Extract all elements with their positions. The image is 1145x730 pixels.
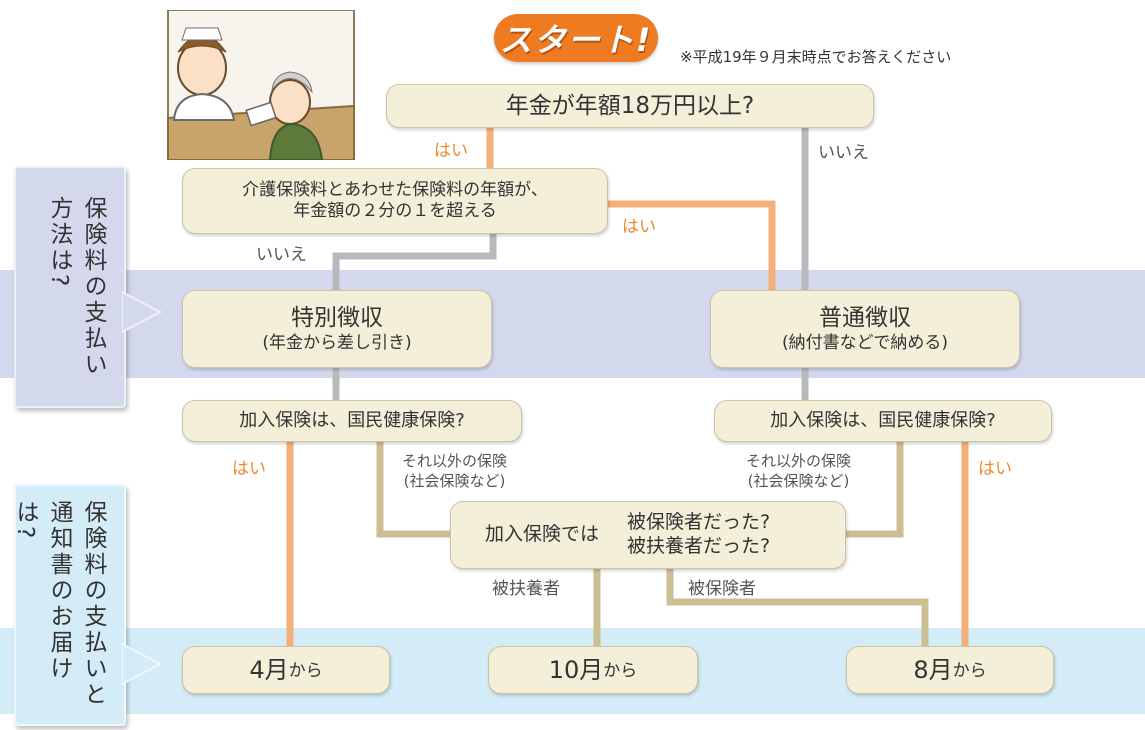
other-insurance-left-line2: (社会保険など) — [403, 471, 506, 490]
result-from-august: 8月から — [846, 646, 1054, 694]
question-premium-half-line2: 年金額の２分の１を超える — [293, 201, 497, 221]
ordinary-collection-title: 普通徴収 — [819, 305, 911, 331]
no-label-q1: いいえ — [818, 143, 869, 163]
question-pension-amount: 年金が年額18万円以上? — [386, 84, 874, 128]
time-note: ※平成19年９月末時点でお答えください — [680, 48, 952, 66]
april-month: 4月 — [249, 656, 289, 684]
side-label-notice-timing-text: 保険料の支払いと通知書のお届けは? — [12, 500, 106, 708]
question-national-insurance-left: 加入保険は、国民健康保険? — [182, 400, 522, 442]
insured-question-prefix: 加入保険では — [485, 523, 600, 546]
question-national-insurance-right-text: 加入保険は、国民健康保険? — [770, 409, 996, 431]
august-month: 8月 — [913, 656, 953, 684]
question-pension-amount-text: 年金が年額18万円以上? — [505, 92, 755, 119]
insured-label: 被保険者 — [688, 579, 756, 599]
side-pointer-notice — [122, 642, 162, 686]
question-national-insurance-right: 加入保険は、国民健康保険? — [714, 400, 1052, 442]
special-collection-title: 特別徴収 — [291, 305, 383, 331]
yes-line-q2-ordinary — [606, 200, 776, 290]
side-label-payment-method-text: 保険料の支払い方法は? — [46, 196, 106, 378]
result-from-october: 10月から — [488, 646, 698, 694]
side-label-payment-method: 保険料の支払い方法は? — [14, 166, 126, 408]
no-label-q2: いいえ — [256, 245, 307, 265]
insured-line — [666, 567, 929, 648]
result-ordinary-collection: 普通徴収 (納付書などで納める) — [710, 290, 1020, 368]
other-line-left — [376, 440, 452, 538]
insured-question-line2: 被扶養者だった? — [627, 535, 771, 557]
ordinary-collection-subtitle: (納付書などで納める) — [782, 332, 948, 353]
side-pointer-payment — [122, 290, 162, 334]
october-suffix: から — [603, 661, 638, 682]
august-suffix: から — [952, 661, 987, 682]
dependent-label: 被扶養者 — [492, 579, 560, 599]
question-premium-half: 介護保険料とあわせた保険料の年額が、 年金額の２分の１を超える — [182, 168, 608, 234]
yes-label-left: はい — [232, 459, 266, 479]
october-month: 10月 — [548, 656, 604, 684]
question-insured-or-dependent: 加入保険では 被保険者だった? 被扶養者だった? — [450, 501, 846, 569]
side-label-notice-timing: 保険料の支払いと通知書のお届けは? — [12, 484, 126, 726]
other-insurance-right-line2: (社会保険など) — [747, 471, 850, 490]
special-collection-subtitle: (年金から差し引き) — [262, 332, 412, 353]
other-insurance-right: それ以外の保険 (社会保険など) — [746, 452, 851, 491]
other-insurance-left-line1: それ以外の保険 — [402, 452, 508, 470]
yes-label-q1: はい — [434, 141, 468, 161]
yes-label-right: はい — [978, 459, 1012, 479]
other-insurance-left: それ以外の保険 (社会保険など) — [402, 452, 507, 491]
question-national-insurance-left-text: 加入保険は、国民健康保険? — [239, 409, 465, 431]
insured-question-line1: 被保険者だった? — [627, 511, 771, 534]
no-line-q2-special — [332, 232, 497, 290]
start-badge: スタート! — [494, 14, 658, 62]
result-special-collection: 特別徴収 (年金から差し引き) — [182, 290, 492, 368]
other-insurance-right-line1: それ以外の保険 — [746, 452, 852, 470]
question-premium-half-line1: 介護保険料とあわせた保険料の年額が、 — [242, 179, 548, 200]
yes-label-q2: はい — [622, 217, 656, 237]
april-suffix: から — [288, 661, 323, 682]
other-line-right — [842, 440, 904, 538]
reception-illustration — [167, 10, 355, 160]
result-from-april: 4月から — [182, 646, 390, 694]
